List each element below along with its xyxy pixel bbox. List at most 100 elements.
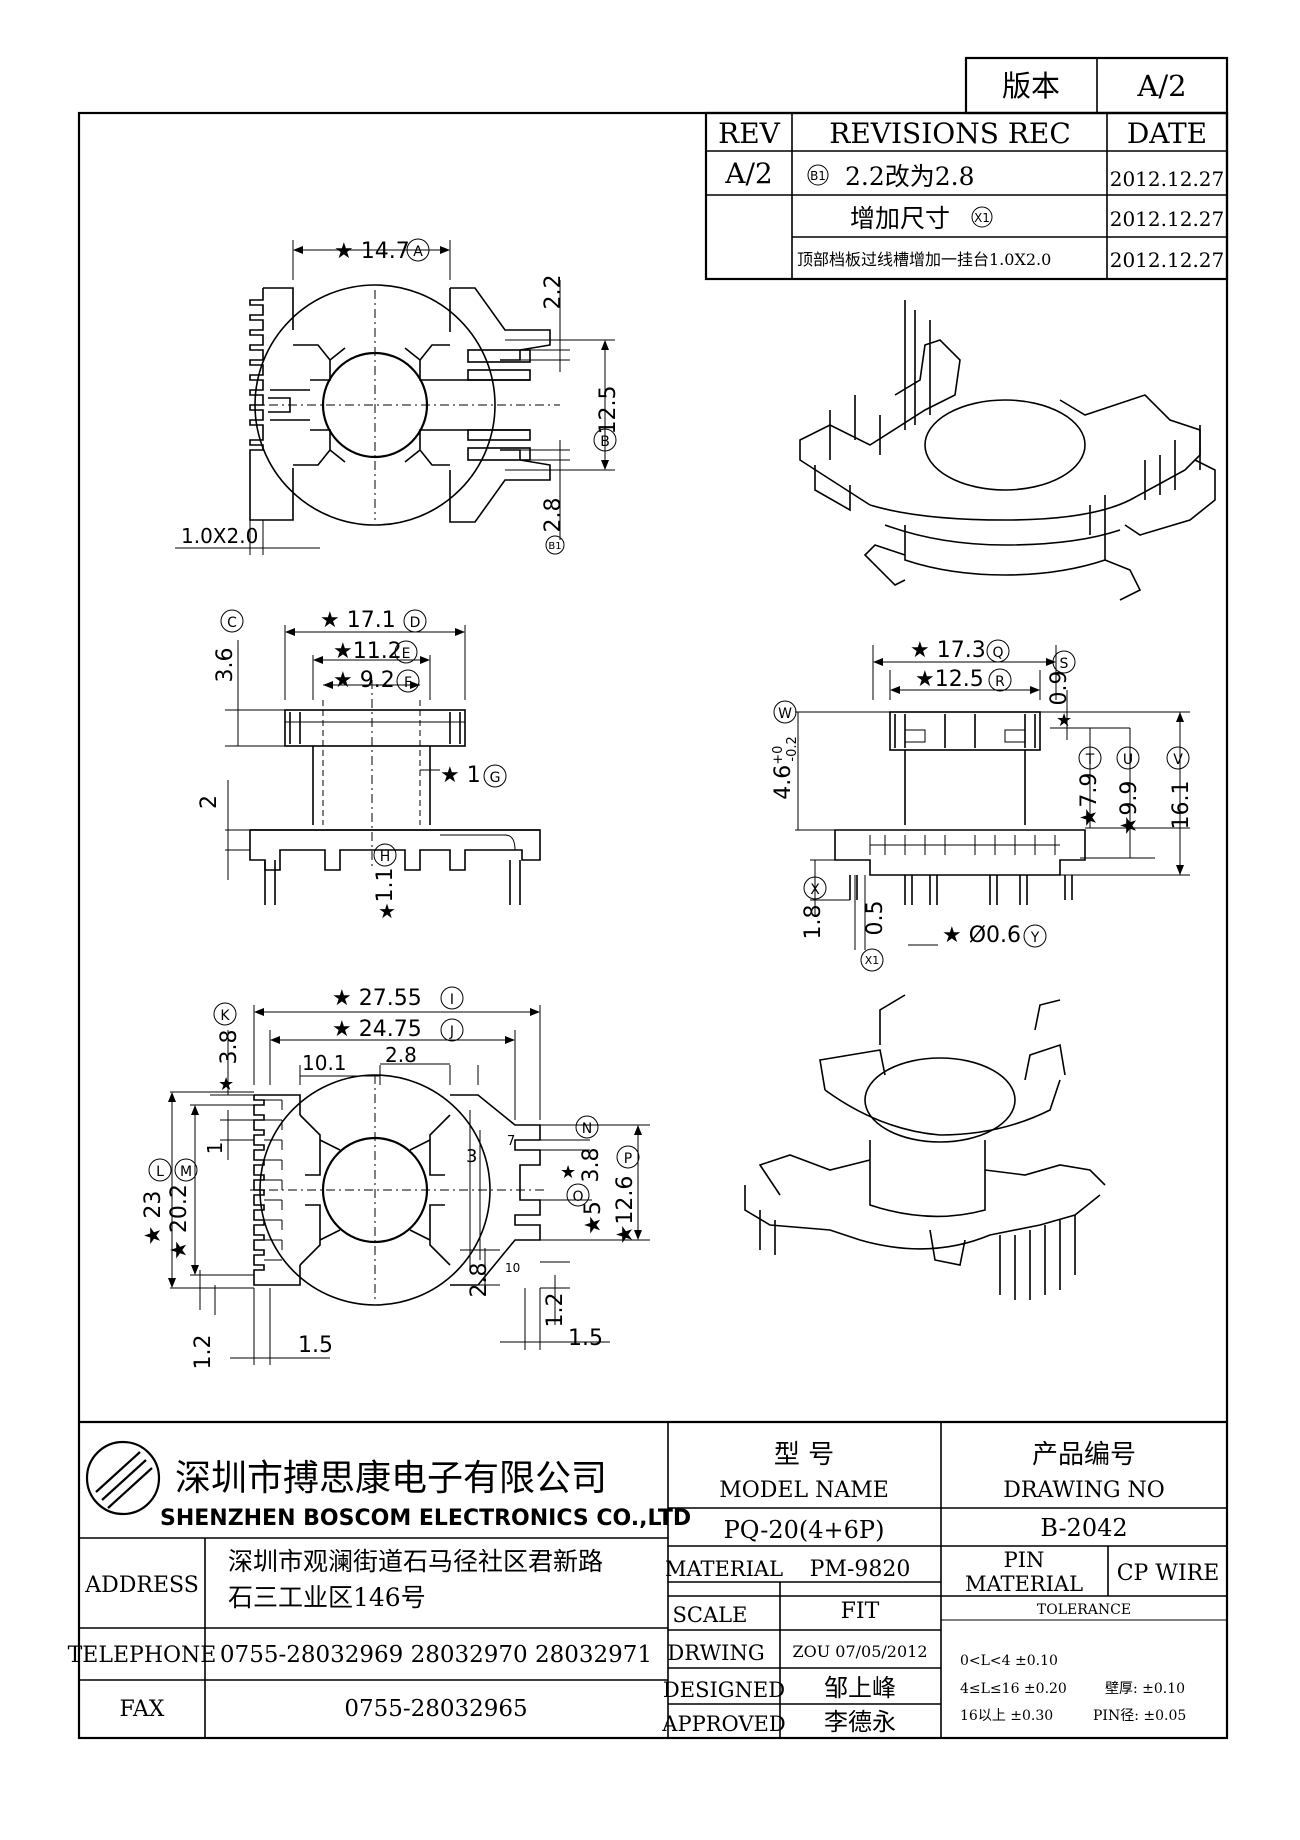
address-label: ADDRESS [84, 1573, 199, 1598]
rev-row-1: A/2 [724, 157, 772, 190]
tag-p: P [624, 1151, 632, 1167]
dim-front-flange: 3.6 [213, 648, 238, 683]
drawing-label-cn: 产品编号 [1032, 1440, 1136, 1470]
dim-side-s: 0.9 [1047, 671, 1072, 706]
dim-bottom-e2: 1.5 [298, 1333, 333, 1358]
tag-h: H [380, 849, 391, 865]
version-label: 版本 [1002, 69, 1060, 103]
fax-value: 0755-28032965 [344, 1696, 527, 1722]
tolerance-2: 4≤L≤16 ±0.20 [960, 1681, 1067, 1697]
approved-value: 李德永 [824, 1708, 896, 1736]
dim-front-e: ★11.2 [333, 639, 402, 664]
tag-x1: X1 [865, 954, 880, 967]
revisions-table: REV REVISIONS REC DATE A/2 B1 2.2改为2.8 2… [704, 111, 1229, 281]
dim-side-r: ★12.5 [915, 667, 984, 692]
model-value: PQ-20(4+6P) [724, 1516, 885, 1544]
dim-side-u: ★9.9 [1117, 781, 1142, 836]
dim-bottom-pitch: 1 [203, 1142, 227, 1155]
dim-front-f: ★ 9.2 [333, 668, 395, 693]
company-name-en: SHENZHEN BOSCOM ELECTRONICS CO.,LTD [160, 1506, 691, 1531]
dim-top-width: ★ 14.7 [334, 239, 410, 264]
tag-y: Y [1030, 930, 1040, 946]
dim-side-y: ★ Ø0.6 [942, 923, 1021, 948]
tag-s: S [1060, 656, 1069, 672]
tag-m: M [180, 1164, 192, 1180]
tag-f: F [404, 675, 412, 691]
rev-header: REV [718, 117, 781, 150]
approved-label: APPROVED [661, 1712, 785, 1736]
star-mark: ★ [378, 899, 396, 923]
tag-l: L [156, 1164, 164, 1180]
dim-side-w: 4.6+0-0.2 [771, 736, 800, 800]
rev-row-1-text: 2.2改为2.8 [845, 162, 975, 191]
tolerance-pin: PIN径: ±0.05 [1093, 1708, 1186, 1724]
dim-top-height: 12.5 [596, 386, 621, 435]
dim-front-d: ★ 17.1 [320, 608, 396, 633]
drwing-value: ZOU 07/05/2012 [792, 1642, 927, 1661]
star-n: ★ [560, 1162, 576, 1183]
scale-value: FIT [841, 1599, 880, 1624]
designed-label: DESIGNED [663, 1678, 785, 1702]
drawing-label-en: DRAWING NO [1003, 1478, 1165, 1503]
rev-row-1-date: 2012.12.27 [1110, 167, 1225, 191]
dim-bottom-a: 10.1 [302, 1051, 347, 1075]
tag-e: E [402, 646, 411, 662]
address-line-1: 深圳市观澜街道石马径社区君新路 [228, 1547, 603, 1576]
tag-n: N [582, 1121, 592, 1137]
dim-side-x: 1.8 [801, 905, 826, 940]
side-view: ★ 17.3 Q S ★12.5 R 0.9 ★ T ★7.9 U ★9.9 V… [771, 638, 1194, 972]
material-label: MATERIAL [665, 1557, 783, 1581]
rev-row-2-mark: X1 [974, 211, 990, 225]
tag-r: R [995, 674, 1005, 690]
dim-bottom-b: 2.8 [385, 1043, 417, 1067]
iso-view-bottom [744, 994, 1106, 1300]
dim-side-q: ★ 17.3 [910, 638, 986, 663]
pin-label-2: MATERIAL [965, 1572, 1083, 1596]
scale-label: SCALE [673, 1603, 748, 1627]
tag-a: A [413, 244, 423, 260]
drwing-label: DRWING [667, 1641, 764, 1665]
tag-j: J [449, 1024, 454, 1040]
tag-x: X [810, 882, 820, 898]
designed-value: 邹上峰 [824, 1674, 896, 1702]
date-header: DATE [1127, 117, 1207, 150]
tolerance-3: 16以上 ±0.30 [960, 1708, 1053, 1724]
front-view: C ★ 17.1 D ★11.2 E ★ 9.2 F 3.6 ★ 1 G 2 H… [197, 608, 541, 923]
dim-side-t: ★7.9 [1077, 773, 1102, 828]
dim-front-g: ★ 1 [440, 763, 481, 788]
dim-front-base: 2 [197, 795, 222, 809]
version-value: A/2 [1136, 69, 1186, 103]
address-line-2: 石三工业区146号 [228, 1583, 426, 1612]
dim-bottom-e1: 1.2 [191, 1335, 216, 1370]
star-s: ★ [1056, 710, 1072, 731]
telephone-value: 0755-28032969 28032970 28032971 [220, 1642, 652, 1668]
pin-7-label: 7 [507, 1134, 515, 1149]
tag-w: W [778, 706, 792, 722]
tag-k: K [220, 1008, 230, 1024]
dim-bottom-i: ★ 27.55 [332, 986, 422, 1011]
company-name-cn: 深圳市搏思康电子有限公司 [175, 1458, 607, 1499]
dim-top-gap: 2.2 [541, 275, 566, 310]
tolerance-1: 0<L<4 ±0.10 [960, 1653, 1058, 1669]
rec-header: REVISIONS REC [829, 117, 1071, 150]
dim-bottom-c28: 2.8 [467, 1263, 492, 1298]
telephone-label: TELEPHONE [68, 1643, 217, 1668]
dim-bottom-f2: 1.5 [568, 1326, 603, 1351]
tag-u: U [1123, 752, 1133, 768]
tag-v: V [1173, 752, 1183, 768]
dim-bottom-p: ★12.6 [613, 1176, 638, 1245]
model-label-cn: 型 号 [774, 1440, 834, 1470]
dim-bottom-j: ★ 24.75 [332, 1017, 422, 1042]
dim-bottom-gap: 2.8 [541, 498, 566, 533]
dim-bottom-n: 3.8 [579, 1148, 604, 1183]
dim-bottom-f1: 1.2 [543, 1293, 568, 1328]
dim-side-x1: 0.5 [863, 901, 888, 936]
tag-b: B [600, 434, 610, 450]
rev-row-2-date: 2012.12.27 [1110, 207, 1225, 231]
dim-hook: 1.0X2.0 [181, 524, 258, 548]
tag-q: Q [992, 645, 1003, 661]
pin-10-label: 10 [505, 1261, 520, 1275]
tag-g: G [490, 770, 501, 786]
dim-bottom-l: ★ 23 [141, 1191, 166, 1246]
version-box: 版本 A/2 [964, 56, 1229, 115]
